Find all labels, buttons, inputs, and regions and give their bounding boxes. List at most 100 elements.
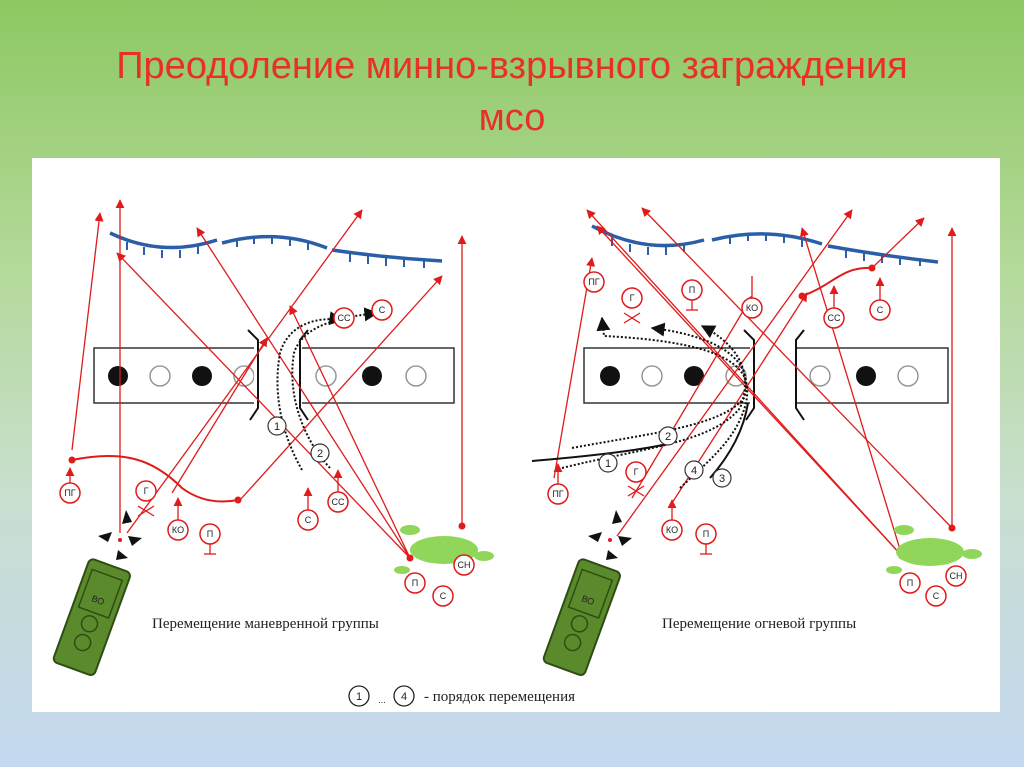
left-diagram: ПГ Г КО П С СС: [52, 199, 494, 677]
right-trench-ticks: [611, 233, 921, 266]
right-pg-fire-line: [871, 217, 925, 269]
left-s-point: [406, 554, 414, 562]
left-bushes: [394, 525, 494, 574]
left-marker-ko: КО: [167, 497, 189, 541]
right-marker-g-low: Г: [625, 461, 647, 497]
left-route-point: [234, 496, 242, 504]
right-marker-sn: СН: [945, 565, 967, 587]
right-passage-marks: [743, 329, 805, 421]
right-marker-s-top: С: [869, 277, 891, 321]
left-vehicle-fire-icon: [98, 510, 142, 560]
right-route-number-2: 2: [658, 426, 678, 446]
svg-text:КО: КО: [746, 303, 758, 313]
right-trench: [591, 224, 939, 264]
right-marker-pg: ПГ: [583, 271, 605, 293]
left-vehicle-icon: ВО: [52, 558, 131, 677]
svg-text:3: 3: [719, 473, 725, 485]
svg-text:СС: СС: [332, 497, 345, 507]
left-trench-ticks: [126, 236, 425, 268]
right-vehicle-fire-icon: [588, 510, 632, 560]
left-marker-pg: ПГ: [59, 467, 81, 504]
right-marker-pg-low: ПГ: [547, 463, 569, 505]
slide-title-line1: Преодоление минно-взрывного заграждения: [116, 45, 908, 87]
right-caption: Перемещение огневой группы: [662, 616, 856, 632]
svg-text:П: П: [907, 578, 913, 588]
svg-text:КО: КО: [172, 525, 184, 535]
right-route-number-4: 4: [684, 460, 704, 480]
svg-text:Г: Г: [630, 293, 635, 303]
left-route-number-1: 1: [267, 416, 287, 436]
right-route-point: [868, 264, 876, 272]
svg-text:ПГ: ПГ: [552, 489, 563, 499]
svg-text:ПГ: ПГ: [588, 277, 599, 287]
right-mines: [600, 365, 919, 387]
left-marker-s-bush: С: [432, 585, 454, 607]
legend-first: 1: [356, 691, 362, 703]
legend: 1 ... 4 - порядок перемещения: [348, 685, 575, 707]
svg-text:П: П: [689, 285, 695, 295]
svg-text:СН: СН: [950, 571, 963, 581]
right-vehicle-icon: ВО: [542, 558, 621, 677]
left-route-number-2: 2: [310, 443, 330, 463]
right-marker-p-bush: П: [899, 572, 921, 594]
right-route-start: [798, 292, 806, 300]
right-marker-g-top: Г: [621, 287, 643, 324]
right-marker-ss-top: СС: [823, 285, 845, 329]
left-mines: [108, 365, 427, 387]
slide-title-line2: мсо: [478, 97, 546, 139]
right-passage: [750, 346, 796, 406]
svg-text:СН: СН: [458, 560, 471, 570]
right-group-routes: [531, 316, 749, 489]
svg-text:П: П: [703, 529, 709, 539]
left-marker-s-top: С: [371, 299, 393, 321]
svg-text:Г: Г: [634, 467, 639, 477]
svg-text:2: 2: [317, 448, 323, 460]
right-route-number-1: 1: [598, 453, 618, 473]
right-bushes: [886, 525, 982, 574]
right-marker-p-top: П: [681, 279, 703, 311]
svg-text:С: С: [933, 591, 940, 601]
svg-text:С: С: [877, 305, 884, 315]
left-pg-route: [71, 454, 239, 503]
right-diagram: ПГ Г П КО СС С ПГ: [531, 207, 982, 677]
right-marker-ko-low: КО: [661, 499, 683, 541]
svg-text:С: С: [440, 591, 447, 601]
svg-text:СС: СС: [828, 313, 841, 323]
left-group-routes: [276, 307, 379, 471]
left-marker-g: Г: [135, 480, 157, 517]
left-marker-sn: СН: [453, 554, 475, 576]
svg-text:ВО: ВО: [90, 593, 105, 607]
svg-text:С: С: [305, 515, 312, 525]
svg-text:КО: КО: [666, 525, 678, 535]
svg-text:С: С: [379, 305, 386, 315]
svg-text:2: 2: [665, 431, 671, 443]
svg-text:1: 1: [274, 421, 280, 433]
left-marker-p: П: [199, 523, 221, 555]
slide-title: Преодоление минно-взрывного заграждения …: [0, 40, 1024, 144]
left-marker-ss: СС: [327, 469, 349, 513]
right-pg-route: [801, 266, 873, 297]
svg-text:1: 1: [605, 458, 611, 470]
svg-text:Г: Г: [144, 486, 149, 496]
legend-last: 4: [401, 691, 407, 703]
svg-text:ВО: ВО: [580, 593, 595, 607]
right-sn-point: [948, 524, 956, 532]
left-trench: [109, 231, 443, 263]
right-fire-lines: [553, 207, 957, 557]
left-fire-lines: [71, 199, 467, 559]
right-marker-ko-top: КО: [741, 297, 763, 319]
right-route-number-3: 3: [712, 468, 732, 488]
right-marker-s-bush: С: [925, 585, 947, 607]
left-sn-point: [458, 522, 466, 530]
svg-text:ПГ: ПГ: [64, 488, 75, 498]
left-marker-s: С: [297, 487, 319, 531]
right-marker-p-low: П: [695, 523, 717, 555]
left-caption: Перемещение маневренной группы: [152, 616, 379, 632]
svg-text:П: П: [207, 529, 213, 539]
legend-text: - порядок перемещения: [424, 689, 575, 705]
svg-text:4: 4: [691, 465, 697, 477]
left-route-start: [68, 456, 76, 464]
legend-dots: ...: [378, 695, 386, 705]
left-marker-p-bush: П: [404, 572, 426, 594]
diagram-panel: ПГ Г КО П С СС: [32, 158, 1000, 712]
